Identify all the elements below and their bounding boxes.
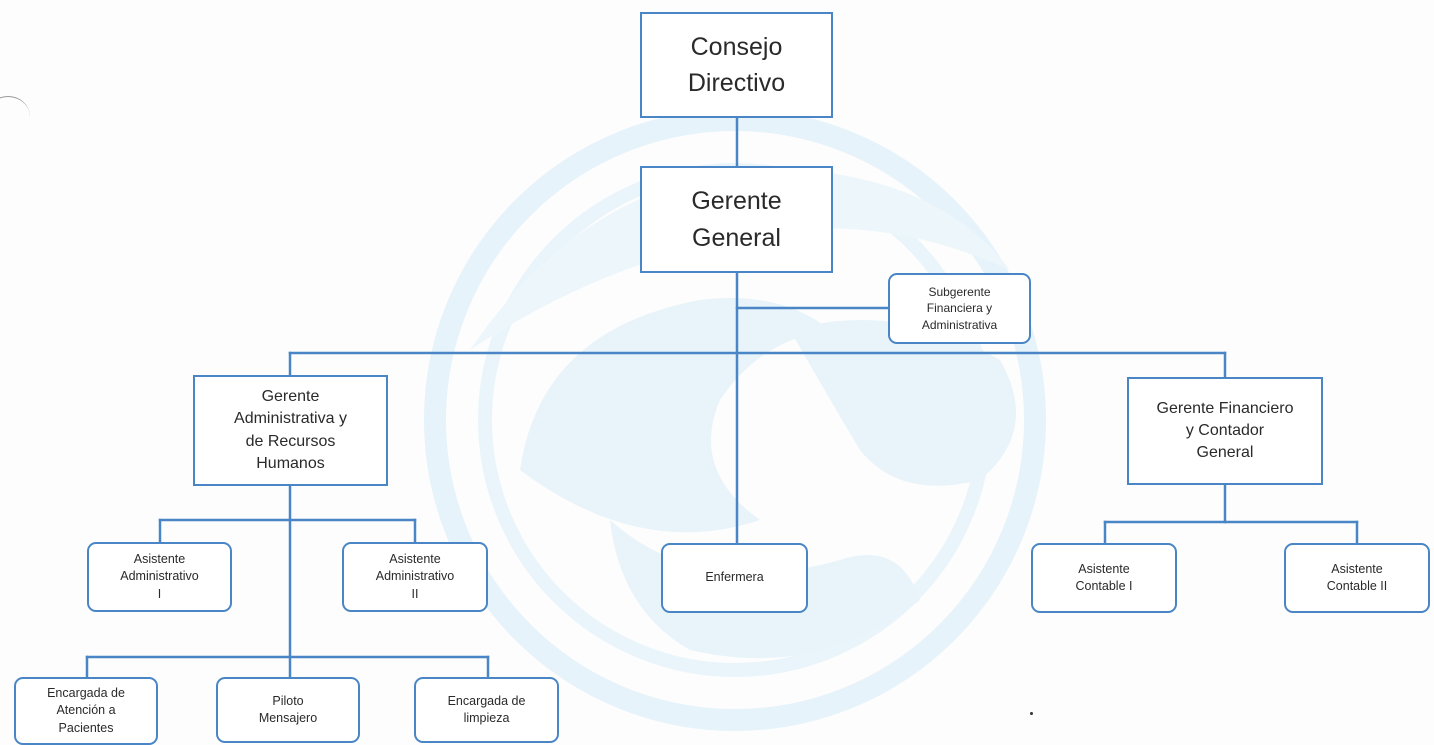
enfermera-box: Enfermera — [661, 543, 808, 613]
scan-dot — [1030, 712, 1033, 715]
asistente-administrativo-1-box: Asistente Administrativo I — [87, 542, 232, 612]
consejo-directivo-box: Consejo Directivo — [640, 12, 833, 118]
encargada-atencion-box: Encargada de Atención a Pacientes — [14, 677, 158, 745]
gerente-financiero-box: Gerente Financiero y Contador General — [1127, 377, 1323, 485]
subgerente-financiera-box: Subgerente Financiera y Administrativa — [888, 273, 1031, 344]
margin-mark — [0, 96, 30, 137]
asistente-contable-2-box: Asistente Contable II — [1284, 543, 1430, 613]
gerente-administrativa-box: Gerente Administrativa y de Recursos Hum… — [193, 375, 388, 486]
encargada-limpieza-box: Encargada de limpieza — [414, 677, 559, 743]
asistente-contable-1-box: Asistente Contable I — [1031, 543, 1177, 613]
asistente-administrativo-2-box: Asistente Administrativo II — [342, 542, 488, 612]
piloto-mensajero-box: Piloto Mensajero — [216, 677, 360, 743]
gerente-general-box: Gerente General — [640, 166, 833, 273]
